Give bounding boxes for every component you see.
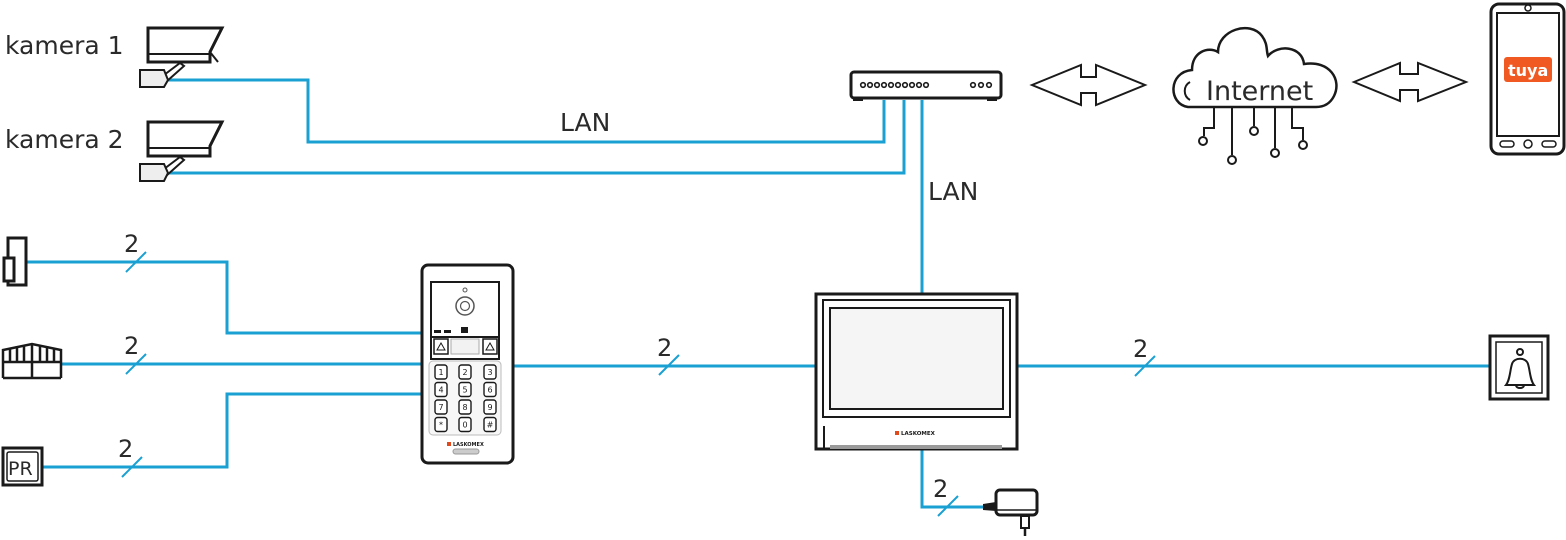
keypad-key-label: # — [487, 421, 494, 430]
keypad-key[interactable]: 5 — [458, 381, 472, 398]
keypad-key-label: 5 — [462, 386, 467, 395]
power-supply — [983, 488, 1039, 536]
outdoor-panel: 1 2 3 4 5 6 7 8 9 * 0 # LASKOMEX — [420, 263, 515, 465]
camera-1-label: kamera 1 — [5, 31, 124, 60]
wire-count-gate: 2 — [124, 332, 139, 360]
keypad-key[interactable]: 8 — [458, 399, 472, 415]
keypad-key[interactable]: 7 — [434, 399, 448, 415]
tick-mark — [937, 495, 959, 517]
wires — [26, 78, 1490, 509]
camera-1: kamera 1 — [5, 26, 225, 88]
tick-mark — [1134, 355, 1156, 377]
tick-mark — [125, 353, 147, 375]
keypad-key-label: 1 — [438, 368, 443, 377]
keypad-key-label: 6 — [487, 386, 492, 395]
keypad-key-label: * — [439, 421, 443, 430]
keypad-key[interactable]: 3 — [483, 364, 497, 380]
keypad-key[interactable]: 4 — [434, 381, 448, 398]
tick-mark — [121, 456, 143, 478]
monitor-brand-label: LASKOMEX — [901, 431, 936, 437]
bidirectional-arrow-icon — [1351, 61, 1469, 103]
keypad-key[interactable]: 2 — [458, 364, 472, 380]
gate-icon — [1, 342, 63, 380]
wire-camera2-switch — [168, 100, 906, 175]
bell-icon — [1503, 348, 1537, 389]
tuya-app-label: tuya — [1508, 61, 1548, 80]
panel-brand-label: LASKOMEX — [453, 442, 484, 448]
indoor-monitor: LASKOMEX — [814, 292, 1019, 451]
wire-count-lock: 2 — [124, 230, 139, 258]
keypad-key-label: 9 — [487, 403, 492, 412]
bell — [1488, 334, 1550, 401]
brand-logo-mark — [447, 442, 451, 446]
tick-mark — [125, 251, 147, 273]
wire-count-psu: 2 — [933, 475, 948, 503]
keypad-key[interactable]: 6 — [483, 381, 497, 398]
internet-cloud: Internet — [1172, 26, 1338, 165]
wire-exit-panel — [42, 392, 422, 469]
keypad-key-label: 2 — [462, 368, 467, 377]
wire-count-exit: 2 — [118, 435, 133, 463]
wire-count-bell: 2 — [1133, 335, 1148, 363]
camera-2: kamera 2 — [5, 120, 225, 182]
network-switch-icon — [849, 70, 1003, 101]
electric-strike-icon — [2, 236, 28, 287]
camera-2-label: kamera 2 — [5, 125, 124, 154]
keypad-key-label: 4 — [438, 386, 443, 395]
cctv-camera-icon — [139, 26, 225, 88]
bidirectional-arrow-icon — [1029, 63, 1148, 107]
gate — [1, 342, 63, 380]
keypad: 1 2 3 4 5 6 7 8 9 * 0 # — [434, 364, 497, 433]
power-adapter-icon — [983, 488, 1039, 536]
electric-strike — [2, 236, 28, 287]
tuya-app-icon[interactable]: tuya — [1504, 57, 1552, 82]
wire-camera1-switch — [168, 78, 886, 144]
keypad-key[interactable]: # — [483, 416, 497, 433]
tick-mark — [658, 354, 680, 376]
network-switch — [849, 70, 1003, 101]
keypad-key[interactable]: 9 — [483, 399, 497, 415]
keypad-key[interactable]: * — [434, 416, 448, 433]
wire-monitor-psu — [920, 450, 985, 509]
brand-logo-mark — [895, 431, 899, 435]
cloud-icon — [1172, 26, 1338, 165]
keypad-key[interactable]: 0 — [458, 416, 472, 433]
smartphone: tuya — [1489, 2, 1566, 156]
keypad-key-label: 7 — [438, 403, 443, 412]
internet-label: Internet — [1206, 76, 1313, 107]
wire-lock-panel — [26, 260, 422, 335]
keypad-key-label: 8 — [462, 403, 467, 412]
keypad-key-label: 3 — [487, 368, 492, 377]
wire-count-markers: 2 2 2 2 2 2 — [118, 230, 1156, 517]
lan-label-monitor: LAN — [928, 177, 978, 206]
cctv-camera-icon — [139, 120, 225, 182]
keypad-key[interactable]: 1 — [434, 364, 448, 380]
exit-button-label: PR — [8, 458, 33, 480]
wire-count-panel-monitor: 2 — [657, 334, 672, 362]
outdoor-station-icon — [420, 263, 515, 465]
rfid-reader — [452, 448, 480, 455]
lan-label-cameras: LAN — [560, 108, 610, 137]
indoor-monitor-icon — [814, 292, 1019, 451]
keypad-key-label: 0 — [462, 421, 467, 430]
exit-button: PR — [1, 446, 44, 487]
